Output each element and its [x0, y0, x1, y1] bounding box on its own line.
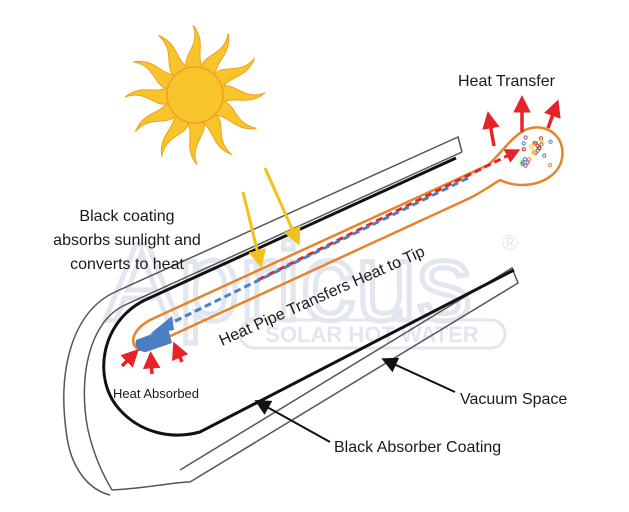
heat-absorbed-label: Heat Absorbed [113, 386, 199, 401]
sun-icon [124, 24, 266, 166]
vapor-particle [525, 160, 530, 165]
sun-ray [185, 24, 204, 70]
vapor-particle [522, 157, 528, 162]
heat-absorbed-arrow [120, 349, 139, 368]
absorber-coating-pointer [254, 400, 331, 443]
vapor-particle [548, 163, 553, 168]
sun-ray [186, 120, 205, 166]
heat-absorbed-arrow [142, 351, 161, 375]
condensate-pool [135, 328, 172, 352]
registered-mark: ® [502, 230, 518, 255]
vapor-particle [539, 138, 544, 143]
vapor-particle [537, 146, 542, 151]
vapor-particle [527, 157, 532, 162]
vapor-particle [533, 141, 538, 146]
cool-flow-arrowhead [150, 316, 174, 334]
sunlight-arrow [263, 167, 301, 246]
vapor-particle [548, 139, 553, 144]
vapor-particle [521, 147, 527, 152]
black-absorber-coating [102, 156, 515, 437]
cool-return-flow [164, 176, 469, 328]
black-absorber-label: Black Absorber Coating [334, 439, 501, 456]
vapor-particles [520, 135, 553, 168]
vapor-particle [542, 153, 547, 158]
vapor-particle [529, 144, 534, 149]
sun-ray [200, 112, 233, 156]
vapor-particle [520, 160, 525, 165]
watermark-tagline-frame [238, 318, 507, 350]
vapor-particle [539, 142, 544, 147]
black-coating-line-1: Black coating [79, 208, 174, 225]
hot-vapor-flow [257, 149, 521, 282]
vacuum-space-label: Vacuum Space [460, 391, 567, 408]
vapor-particle [520, 161, 525, 166]
sun-ray [212, 57, 256, 90]
heat-transfer-arrow [482, 111, 500, 147]
vapor-particle [538, 136, 544, 141]
heat-pipe [131, 126, 564, 352]
vapor-particle [521, 141, 526, 146]
sun-ray [124, 86, 170, 105]
sun-ray [200, 33, 230, 78]
heat-transfer-arrow [544, 99, 561, 129]
heat-transfer-label: Heat Transfer [458, 73, 556, 90]
vapor-particle [523, 135, 528, 140]
sun-ray [134, 100, 178, 133]
vapor-particle [523, 163, 528, 168]
sun-ray [220, 85, 266, 104]
vapor-particle [531, 150, 536, 155]
sun-ray [160, 112, 190, 157]
heat-absorbed-arrow [172, 341, 189, 363]
sun-ray [133, 60, 178, 90]
sun-ray [157, 34, 190, 78]
outer-glass-tube [63, 135, 519, 496]
black-coating-line-2: absorbs sunlight and [53, 232, 201, 249]
black-coating-line-3: converts to heat [70, 256, 184, 273]
sun-ray [212, 100, 257, 130]
vacuum-space-pointer [381, 357, 456, 393]
sunlight-arrow [241, 191, 266, 268]
